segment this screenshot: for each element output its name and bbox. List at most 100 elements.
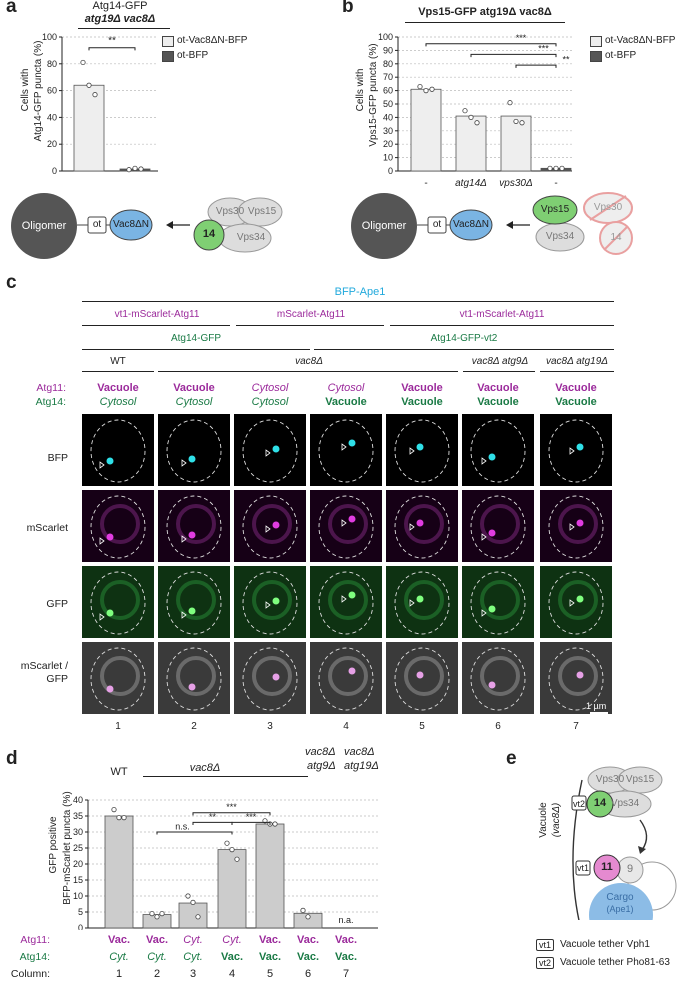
arrowhead: [481, 457, 487, 465]
panel-b-ylabel2: Vps15-GFP puncta (%): [368, 43, 379, 147]
column-number: 5: [419, 721, 425, 732]
d-column-number: 5: [266, 968, 274, 980]
e-vt1: vt1: [576, 863, 589, 873]
data-point: [468, 114, 474, 121]
micrograph-cell: [386, 414, 458, 486]
column-number: 6: [495, 721, 501, 732]
e-legend-2: Vacuole tether Pho81-63: [560, 957, 670, 968]
y-tick-label: 15: [73, 875, 83, 885]
cell-outline: [90, 571, 146, 635]
arrowhead: [341, 443, 347, 451]
y-tick-label: 0: [78, 923, 83, 930]
arrowhead: [99, 613, 105, 621]
y-tick-label: 5: [78, 907, 83, 917]
punctum: [488, 453, 496, 461]
data-point: [417, 83, 423, 90]
row-atg14-label: Atg14:: [35, 396, 66, 408]
atg11-localization: Vacuole: [477, 382, 519, 394]
y-tick-label: 60: [383, 86, 393, 96]
row-merge-1: mScarlet /: [20, 660, 68, 672]
panel-a-ylabel: Cells with: [20, 68, 31, 112]
schem-a-vps15: Vps15: [247, 206, 277, 217]
cell-outline: [394, 647, 450, 711]
column-number: 7: [573, 721, 579, 732]
d-atg14-value: Vac.: [220, 951, 244, 963]
column-number: 4: [343, 721, 349, 732]
row-gfp: GFP: [46, 598, 68, 610]
cell-outline: [166, 495, 222, 559]
micrograph-cell: [82, 414, 154, 486]
y-tick-label: 35: [73, 811, 83, 821]
arrowhead: [265, 525, 271, 533]
x-tick-label: -: [424, 178, 427, 189]
schem-b-ot: ot: [432, 219, 442, 230]
bar: [255, 823, 285, 929]
schem-b-vps34: Vps34: [545, 231, 575, 242]
panel-b-label: b: [342, 0, 354, 17]
micrograph-cell: [462, 642, 534, 714]
punctum: [488, 529, 496, 537]
punctum: [348, 439, 356, 447]
cell-outline: [242, 647, 298, 711]
panel-a-ylabel2: Atg14-GFP puncta (%): [33, 40, 44, 142]
d-atg11-value: Vac.: [334, 934, 358, 946]
d-column-label: Column:: [10, 968, 50, 980]
bar: [217, 849, 247, 929]
legend-light-swatch: [162, 36, 174, 47]
arrowhead: [265, 449, 271, 457]
data-point: [190, 899, 196, 905]
y-tick-label: 100: [42, 32, 57, 42]
arrowhead: [481, 533, 487, 541]
cell-outline: [548, 419, 604, 483]
punctum: [106, 457, 114, 465]
d-vac8-atg9-1: vac8Δ: [305, 746, 336, 758]
arrowhead: [409, 599, 415, 607]
sig-label: n.s.: [175, 821, 190, 831]
x-tick-label: vps30Δ: [499, 178, 533, 189]
atg14-localization: Cytosol: [175, 396, 213, 408]
schem-a-vps30: Vps30: [215, 206, 245, 217]
d-column-number: 7: [342, 968, 350, 980]
y-tick-label: 100: [378, 32, 393, 42]
schem-a-vac8: Vac8ΔN: [113, 219, 149, 230]
sig-label: ***: [538, 44, 549, 54]
data-point: [429, 86, 435, 92]
cell-outline: [318, 419, 374, 483]
schem-a-14: 14: [202, 228, 216, 240]
punctum: [576, 595, 584, 603]
cell-outline: [90, 647, 146, 711]
punctum: [106, 685, 114, 693]
sig-label: **: [209, 812, 217, 822]
micrograph-cell: [310, 414, 382, 486]
micrograph-cell: [82, 490, 154, 562]
arrowhead: [569, 447, 575, 455]
sig-label: **: [108, 36, 116, 47]
data-point: [86, 82, 92, 88]
punctum: [416, 595, 424, 603]
punctum: [188, 607, 196, 615]
panel-b-title: Vps15-GFP atg19Δ vac8Δ: [418, 6, 552, 18]
schem-b-14: 14: [610, 232, 622, 243]
punctum: [416, 443, 424, 451]
data-point: [272, 821, 278, 827]
sig-label: ***: [516, 33, 527, 43]
micrograph-cell: [234, 566, 306, 638]
legend-light-swatch: [590, 36, 602, 47]
y-tick-label: 30: [383, 126, 393, 136]
data-point: [92, 92, 98, 98]
bar: [73, 84, 105, 172]
sig-bracket: [470, 53, 557, 58]
arrowhead: [265, 601, 271, 609]
d-atg14-value: Cyt.: [147, 951, 167, 963]
y-tick-label: 20: [383, 139, 393, 149]
atg11-localization: Vacuole: [555, 382, 597, 394]
data-point: [121, 814, 127, 821]
arrowhead: [341, 595, 347, 603]
cell-outline: [470, 495, 526, 559]
sig-bracket: [231, 821, 271, 825]
data-point: [262, 818, 268, 824]
d-atg14-value: Vac.: [258, 951, 282, 963]
bar: [293, 912, 323, 929]
d-wt: WT: [110, 766, 128, 778]
data-point: [149, 911, 155, 917]
